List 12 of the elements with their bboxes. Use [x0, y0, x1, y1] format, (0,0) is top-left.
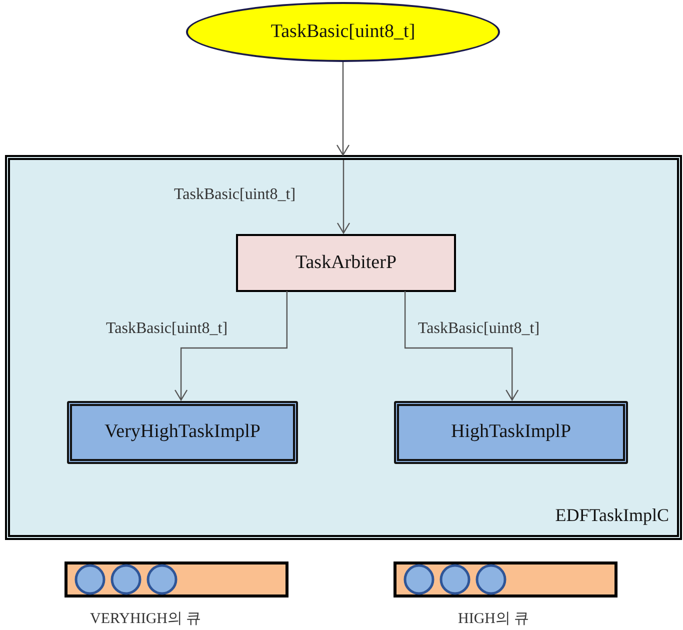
module-box: HighTaskImplP — [394, 401, 628, 464]
container-label: EDFTaskImplC — [555, 504, 669, 527]
queue-label: VERYHIGH의 큐 — [90, 610, 202, 629]
component-container — [5, 155, 682, 540]
arrow — [336, 160, 350, 234]
module-box: VeryHighTaskImplP — [67, 401, 298, 464]
arrow — [174, 291, 288, 401]
arrow — [404, 291, 519, 401]
arrow — [336, 62, 350, 156]
queue-label: HIGH의 큐 — [458, 610, 530, 629]
ellipse-node: TaskBasic[uint8_t] — [186, 2, 500, 62]
module-box: TaskArbiterP — [236, 234, 456, 292]
